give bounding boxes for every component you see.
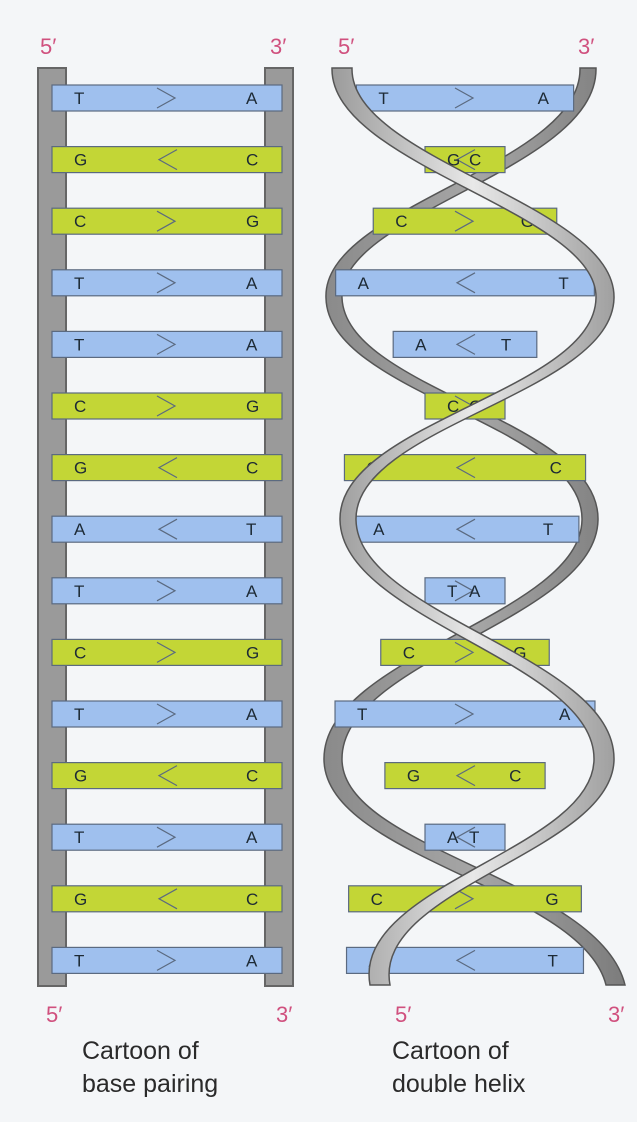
helix-pair-right-base: A — [538, 89, 550, 108]
helix-pair-right-base: G — [545, 890, 558, 909]
helix-pair-bar — [425, 578, 505, 604]
helix-top-3prime-label: 3′ — [578, 34, 594, 59]
helix-bottom-5prime-label: 5′ — [395, 1002, 411, 1027]
ladder-top-3prime-label: 3′ — [270, 34, 286, 59]
ladder-pair-2: CG — [52, 208, 282, 234]
helix-pair-right-base: T — [501, 335, 511, 354]
helix-pair-12: AT — [425, 824, 505, 850]
helix-base-pairs: TAGCCGATATCGGCATTACGTAGCATCGAT — [335, 85, 595, 973]
helix-pair-left-base: A — [373, 520, 385, 539]
ladder-pair-right-base: A — [246, 705, 258, 724]
helix-pair-left-base: A — [447, 828, 459, 847]
helix-pair-right-base: T — [558, 274, 568, 293]
helix-pair-8: TA — [425, 578, 505, 604]
ladder-pair-right-base: G — [246, 397, 259, 416]
ladder-pair-left-base: G — [74, 151, 87, 170]
ladder-pair-left-base: G — [74, 767, 87, 786]
ladder-pair-left-base: T — [74, 828, 84, 847]
ladder-pair-right-base: A — [246, 828, 258, 847]
helix-caption-line2: double helix — [392, 1070, 526, 1098]
ladder-pair-left-base: G — [74, 890, 87, 909]
ladder-pair-right-base: A — [246, 951, 258, 970]
helix-pair-left-base: T — [447, 582, 457, 601]
helix-pair-left-base: C — [403, 643, 415, 662]
ladder-pair-left-base: T — [74, 705, 84, 724]
helix-pair-right-base: C — [469, 151, 481, 170]
helix-caption-line1: Cartoon of — [392, 1037, 509, 1065]
helix-diagram: TAGCCGATATCGGCATTACGTAGCATCGAT 5′ 3′ 5′ … — [324, 34, 625, 1098]
ladder-pair-right-base: G — [246, 643, 259, 662]
helix-pair-left-base: C — [371, 890, 383, 909]
ladder-pair-left-base: C — [74, 212, 86, 231]
ladder-caption-line2: base pairing — [82, 1070, 218, 1098]
helix-pair-left-base: A — [358, 274, 370, 293]
helix-pair-bar — [336, 270, 595, 296]
helix-pair-left-base: C — [395, 212, 407, 231]
ladder-pair-7: AT — [52, 516, 282, 542]
helix-pair-right-base: T — [543, 520, 553, 539]
helix-pair-left-base: G — [407, 767, 420, 786]
ladder-pair-5: CG — [52, 393, 282, 419]
ladder-pair-right-base: C — [246, 767, 258, 786]
ladder-pair-right-base: A — [246, 582, 258, 601]
ladder-pair-right-base: A — [246, 89, 258, 108]
helix-pair-left-base: A — [415, 335, 427, 354]
ladder-pair-right-base: G — [246, 212, 259, 231]
ladder-pair-left-base: T — [74, 89, 84, 108]
ladder-top-5prime-label: 5′ — [40, 34, 56, 59]
helix-pair-bar — [425, 824, 505, 850]
helix-pair-left-base: T — [378, 89, 388, 108]
ladder-pair-right-base: C — [246, 151, 258, 170]
helix-pair-13: CG — [349, 886, 582, 912]
ladder-pair-left-base: T — [74, 274, 84, 293]
ladder-pair-left-base: A — [74, 520, 86, 539]
ladder-base-pairs: TAGCCGTATACGGCATTACGTAGCTAGCTA — [52, 85, 282, 973]
helix-bottom-3prime-label: 3′ — [608, 1002, 624, 1027]
helix-pair-right-base: T — [469, 828, 479, 847]
ladder-pair-left-base: C — [74, 643, 86, 662]
ladder-pair-left-base: T — [74, 335, 84, 354]
helix-pair-right-base: T — [547, 951, 557, 970]
helix-pair-right-base: C — [550, 459, 562, 478]
ladder-pair-right-base: T — [246, 520, 256, 539]
ladder-pair-right-base: C — [246, 459, 258, 478]
ladder-bottom-5prime-label: 5′ — [46, 1002, 62, 1027]
ladder-bottom-3prime-label: 3′ — [276, 1002, 292, 1027]
helix-pair-bar — [335, 701, 595, 727]
ladder-diagram: TAGCCGTATACGGCATTACGTAGCTAGCTA 5′ 3′ 5′ … — [38, 34, 293, 1098]
helix-top-5prime-label: 5′ — [338, 34, 354, 59]
ladder-pair-right-base: A — [246, 335, 258, 354]
ladder-pair-right-base: C — [246, 890, 258, 909]
ladder-pair-1: GC — [52, 147, 282, 173]
ladder-pair-left-base: T — [74, 582, 84, 601]
helix-pair-left-base: T — [357, 705, 367, 724]
helix-pair-right-base: C — [509, 767, 521, 786]
ladder-pair-right-base: A — [246, 274, 258, 293]
ladder-pair-left-base: G — [74, 459, 87, 478]
ladder-pair-13: GC — [52, 886, 282, 912]
ladder-pair-left-base: T — [74, 951, 84, 970]
ladder-pair-left-base: C — [74, 397, 86, 416]
ladder-caption-line1: Cartoon of — [82, 1037, 199, 1065]
helix-pair-right-base: A — [469, 582, 481, 601]
